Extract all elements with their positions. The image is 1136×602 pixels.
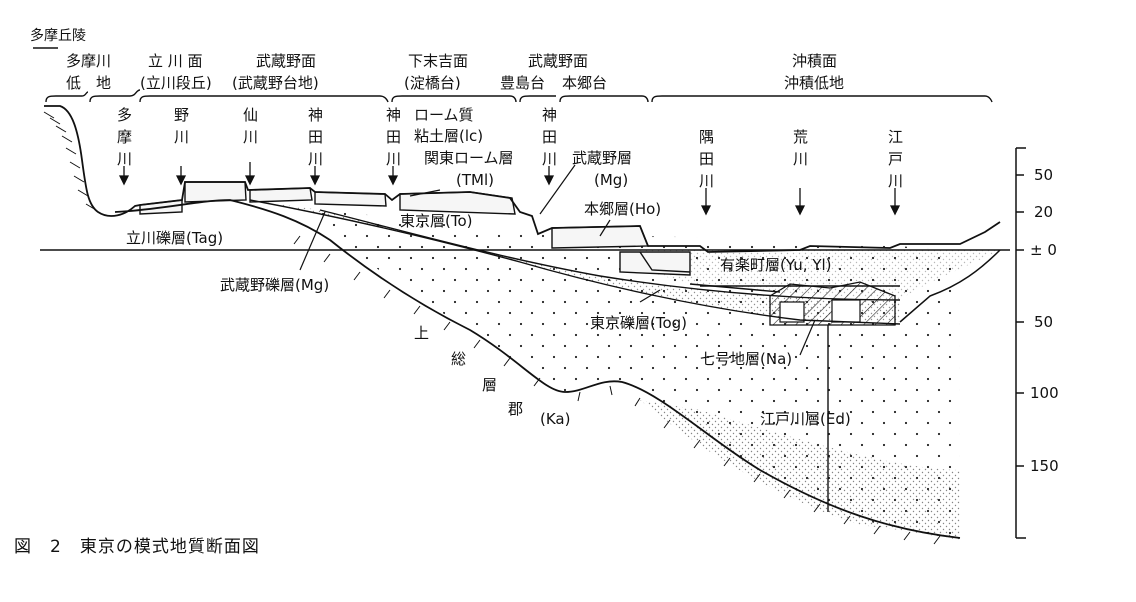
tick-100: 100 bbox=[1030, 384, 1059, 402]
label-shimosueyoshi-2: (淀橋台) bbox=[404, 74, 461, 92]
label-kazusa-3: 層 bbox=[482, 376, 497, 394]
label-musashino-layer-2: (Mg) bbox=[594, 171, 628, 189]
tick-zero: ± 0 bbox=[1030, 241, 1057, 259]
label-tachikawa-gravel: 立川礫層(Tag) bbox=[126, 229, 223, 247]
label-kazusa-1: 上 bbox=[414, 324, 429, 342]
label-tokyo-gravel: 東京礫層(Tog) bbox=[590, 314, 687, 332]
axis-labels: 50 20 ± 0 50 100 150 bbox=[1030, 166, 1059, 475]
label-musashino-1: 武蔵野面 bbox=[256, 52, 316, 70]
label-loam-clay-2: 粘土層(lc) bbox=[414, 127, 483, 145]
river-edogawa: 江戸川 bbox=[888, 128, 903, 190]
label-alluvial-2: 沖積低地 bbox=[784, 74, 844, 92]
label-tokyo: 東京層(To) bbox=[400, 212, 473, 230]
label-musashino-2: (武蔵野台地) bbox=[232, 74, 319, 92]
label-musashino-b-1: 武蔵野面 bbox=[528, 52, 588, 70]
tick-50-down: 50 bbox=[1034, 313, 1053, 331]
depth-axis bbox=[1015, 147, 1026, 539]
tick-50-up: 50 bbox=[1034, 166, 1053, 184]
label-tachikawa-2: (立川段丘) bbox=[140, 74, 212, 92]
label-musashino-layer-1: 武蔵野層 bbox=[572, 149, 632, 167]
label-tama-hills: 多摩丘陵 bbox=[30, 27, 86, 44]
label-kazusa-2: 総 bbox=[451, 350, 466, 368]
kazusa-lower-fine bbox=[640, 400, 960, 540]
label-tama-lowland-2: 低 地 bbox=[66, 74, 111, 92]
label-nanago: 七号地層(Na) bbox=[700, 350, 792, 368]
river-kanda-2: 神田川 bbox=[386, 106, 401, 168]
tick-150: 150 bbox=[1030, 457, 1059, 475]
label-kazusa-4: 郡 bbox=[508, 400, 523, 418]
ground-surface-line bbox=[44, 105, 1001, 253]
label-kanto-loam-1: 関東ローム層 bbox=[424, 149, 514, 167]
nanago-box-2 bbox=[831, 299, 861, 323]
surface-labels: 多摩丘陵 多摩川 低 地 立 川 面 (立川段丘) 武蔵野面 (武蔵野台地) 下… bbox=[30, 27, 844, 92]
left-cliff-hatch bbox=[43, 111, 97, 211]
label-musashino-gravel: 武蔵野礫層(Mg) bbox=[220, 276, 329, 294]
label-yurakucho: 有楽町層(Yu, Yl) bbox=[720, 256, 832, 274]
label-shimosueyoshi-1: 下末吉面 bbox=[408, 52, 468, 70]
label-musashino-b-2: 本郷台 bbox=[562, 74, 607, 92]
leader-lines bbox=[299, 164, 816, 356]
figure-caption: 図 2 東京の模式地質断面図 bbox=[14, 537, 260, 557]
river-arakawa: 荒川 bbox=[793, 128, 808, 168]
label-kanto-loam-2: (TMl) bbox=[456, 171, 494, 189]
label-hongo: 本郷層(Ho) bbox=[584, 200, 661, 218]
river-sumida: 隅田川 bbox=[699, 128, 714, 190]
river-sengawa: 仙川 bbox=[243, 106, 258, 146]
terrace-caps bbox=[139, 181, 691, 276]
layer-boundaries bbox=[249, 199, 901, 325]
label-loam-clay-1: ローム質 bbox=[414, 106, 474, 124]
river-labels: 多摩川 野川 仙川 神田川 神田川 神田川 隅田川 荒川 江戸川 bbox=[117, 106, 903, 190]
label-toshima: 豊島台 bbox=[500, 74, 545, 92]
nanago-box-1 bbox=[779, 301, 805, 323]
label-kazusa-code: (Ka) bbox=[540, 410, 570, 428]
label-tama-lowland-1: 多摩川 bbox=[66, 52, 111, 70]
river-nogawa: 野川 bbox=[174, 106, 189, 146]
label-tachikawa-1: 立 川 面 bbox=[148, 52, 203, 70]
river-kanda-3: 神田川 bbox=[542, 106, 557, 168]
surface-brackets bbox=[33, 47, 993, 103]
bedrock-base-line bbox=[114, 199, 961, 539]
right-edge-hatch bbox=[899, 249, 1001, 323]
tick-20-up: 20 bbox=[1034, 203, 1053, 221]
label-alluvial-1: 沖積面 bbox=[792, 52, 837, 70]
bedrock-hatch bbox=[293, 235, 941, 545]
label-edogawa-layer: 江戸川層(Ed) bbox=[760, 410, 851, 428]
river-tama: 多摩川 bbox=[117, 106, 132, 168]
river-kanda-1: 神田川 bbox=[308, 106, 323, 168]
river-arrows bbox=[118, 162, 901, 216]
layer-labels: ローム質 粘土層(lc) 関東ローム層 (TMl) 武蔵野層 (Mg) 本郷層(… bbox=[126, 106, 851, 428]
